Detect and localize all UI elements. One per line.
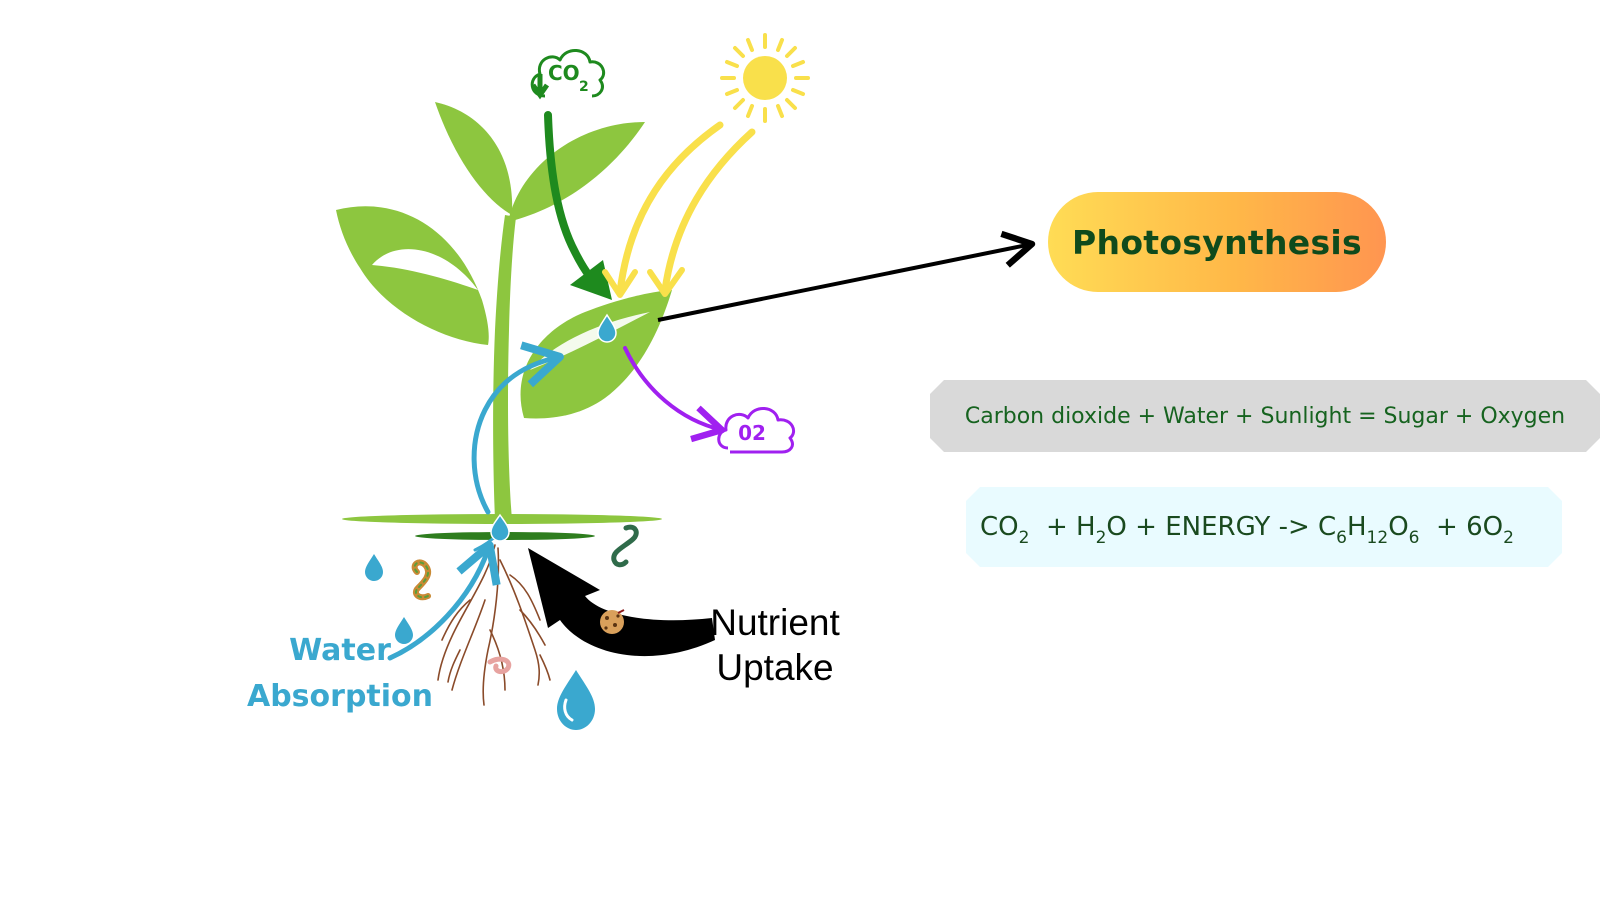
worm-icon [611, 524, 639, 568]
soil-water-drops [365, 554, 595, 730]
plant-stem [493, 215, 516, 520]
worm-icon [411, 559, 432, 601]
page-title: Photosynthesis [1072, 222, 1362, 262]
nutrient-label-line2: Uptake [716, 647, 834, 688]
chemical-equation: CO2 + H2O + ENERGY -> C6H12O6 + 6O2 [980, 512, 1514, 548]
water-drop-icon [365, 554, 383, 581]
water-label-line2: Absorption [246, 679, 434, 714]
water-drop-icon [557, 670, 595, 730]
co2-arrow [544, 111, 612, 300]
word-equation: Carbon dioxide + Water + Sunlight = Suga… [964, 403, 1566, 429]
plant-roots [437, 544, 551, 706]
worm-icon [487, 656, 512, 675]
photosynthesis-pointer-arrow [657, 230, 1036, 322]
water-label-line1: Water [289, 633, 391, 668]
stem-water-drop-icon [490, 513, 510, 542]
nutrient-arrow [528, 548, 715, 657]
water-absorption-label: Water Absorption [230, 628, 450, 720]
sunlight-arrows [602, 121, 756, 298]
water-drop-icon [395, 617, 413, 644]
leaf-water-drop-icon [597, 313, 617, 343]
o2-label: 02 [738, 421, 766, 445]
o2-cloud-icon: 02 [717, 407, 795, 454]
cookie-icon [600, 609, 625, 634]
plant-right-leaf [520, 290, 672, 419]
plant-top-leaves [435, 102, 645, 222]
photosynthesis-title-badge: Photosynthesis [1048, 192, 1386, 292]
co2-label: CO [548, 61, 580, 85]
sun-icon [720, 33, 810, 123]
co2-cloud-icon: CO 2 [530, 49, 606, 100]
co2-subscript: 2 [579, 79, 589, 95]
nutrient-label-line1: Nutrient [710, 602, 840, 643]
chemical-equation-box: CO2 + H2O + ENERGY -> C6H12O6 + 6O2 [966, 487, 1562, 567]
plant-left-leaf [336, 206, 489, 345]
o2-arrow [623, 346, 726, 443]
nutrient-uptake-label: Nutrient Uptake [690, 600, 860, 690]
word-equation-box: Carbon dioxide + Water + Sunlight = Suga… [930, 380, 1600, 452]
